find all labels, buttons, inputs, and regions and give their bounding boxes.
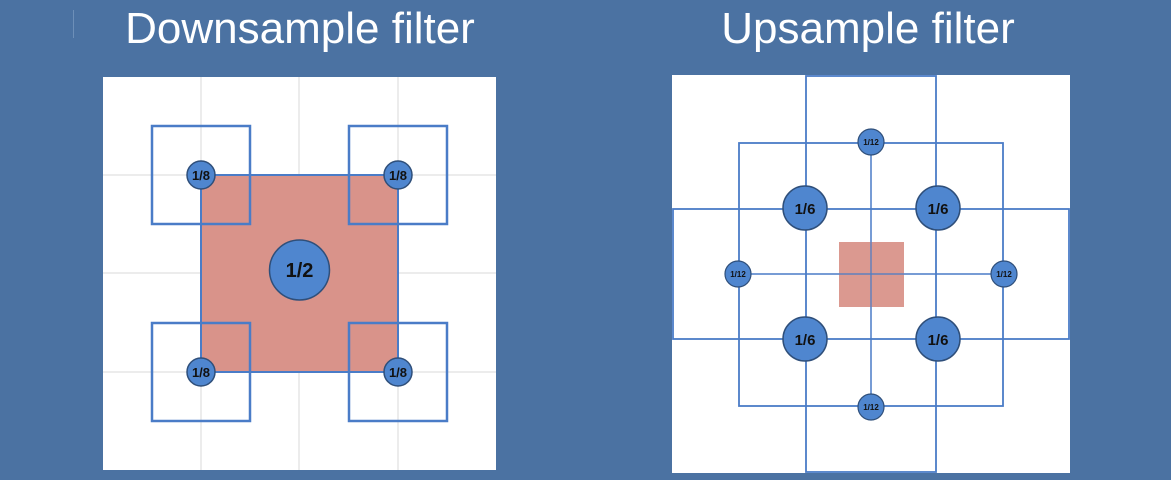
corner-footprint-top-left <box>150 124 252 226</box>
diagonal-weight-label: 1/6 <box>795 201 816 218</box>
diagonal-weight-label: 1/6 <box>928 201 949 218</box>
corner-weight-label: 1/8 <box>389 168 407 183</box>
corner-footprint-top-right <box>347 124 449 226</box>
diagonal-node-bottom-right: 1/6 <box>915 316 961 362</box>
corner-weight-label: 1/8 <box>389 365 407 380</box>
downsample-title: Downsample filter <box>125 4 475 53</box>
diagonal-node-bottom-left: 1/6 <box>782 316 828 362</box>
corner-footprint-bottom-right <box>347 321 449 423</box>
corner-node-circle <box>383 160 413 190</box>
corner-weight-label: 1/8 <box>192 168 210 183</box>
diagonal-node-circle <box>782 316 828 362</box>
axis-node-circle <box>990 260 1018 288</box>
diagonal-node-circle <box>782 185 828 231</box>
corner-node-bottom-right: 1/8 <box>383 357 413 387</box>
diagonal-node-circle <box>915 316 961 362</box>
upsample-diagram: 1/6 1/6 1/6 1/6 1/12 1/12 1/12 1/12 <box>672 75 1070 473</box>
corner-node-circle <box>186 160 216 190</box>
downsample-diagram: 1/2 1/8 1/8 1/8 1/8 <box>103 77 496 470</box>
diagonal-node-circle <box>915 185 961 231</box>
slide-edge-mark <box>73 10 74 38</box>
axis-weight-label: 1/12 <box>996 270 1012 279</box>
corner-footprints <box>150 124 449 423</box>
corner-node-bottom-left: 1/8 <box>186 357 216 387</box>
output-pixel-region <box>200 174 399 373</box>
corner-weight-label: 1/8 <box>192 365 210 380</box>
axis-node-circle <box>857 393 885 421</box>
axis-node-right: 1/12 <box>990 260 1018 288</box>
upsample-title: Upsample filter <box>721 4 1015 53</box>
diagonal-weight-label: 1/6 <box>795 332 816 349</box>
axis-node-circle <box>857 128 885 156</box>
center-node-circle <box>268 239 331 301</box>
corner-node-circle <box>383 357 413 387</box>
axis-weight-label: 1/12 <box>863 403 879 412</box>
diagonal-weight-label: 1/6 <box>928 332 949 349</box>
axis-node-top: 1/12 <box>857 128 885 156</box>
corner-node-top-left: 1/8 <box>186 160 216 190</box>
axis-node-circle <box>724 260 752 288</box>
corner-node-top-right: 1/8 <box>383 160 413 190</box>
axis-node-left: 1/12 <box>724 260 752 288</box>
diagonal-node-top-left: 1/6 <box>782 185 828 231</box>
axis-weight-label: 1/12 <box>863 138 879 147</box>
corner-node-circle <box>186 357 216 387</box>
corner-footprint-bottom-left <box>150 321 252 423</box>
center-node: 1/2 <box>268 239 331 301</box>
center-weight-label: 1/2 <box>286 260 314 282</box>
axis-node-bottom: 1/12 <box>857 393 885 421</box>
axis-weight-label: 1/12 <box>730 270 746 279</box>
diagonal-node-top-right: 1/6 <box>915 185 961 231</box>
